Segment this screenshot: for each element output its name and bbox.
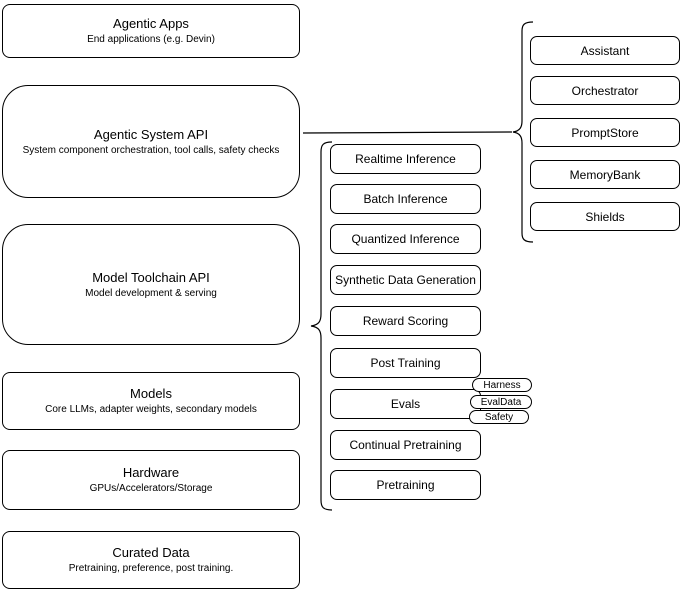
box-synthetic-data-generation: Synthetic Data Generation: [330, 265, 481, 295]
tag-evaldata: EvalData: [470, 395, 532, 409]
box-curated-data: Curated Data Pretraining, preference, po…: [2, 531, 300, 589]
box-batch-inference: Batch Inference: [330, 184, 481, 214]
box-model-toolchain-api: Model Toolchain API Model development & …: [2, 224, 300, 345]
tag-harness: Harness: [472, 378, 532, 392]
box-subtitle: Model development & serving: [85, 287, 217, 299]
box-label: Evals: [390, 397, 421, 411]
box-title: Model Toolchain API: [92, 269, 210, 285]
box-orchestrator: Orchestrator: [530, 76, 680, 105]
box-label: Batch Inference: [363, 192, 448, 206]
box-label: Orchestrator: [571, 83, 639, 98]
box-reward-scoring: Reward Scoring: [330, 306, 481, 336]
box-shields: Shields: [530, 202, 680, 231]
tag-safety: Safety: [469, 410, 529, 424]
box-title: Agentic Apps: [113, 16, 189, 31]
box-subtitle: System component orchestration, tool cal…: [22, 144, 280, 156]
box-hardware: Hardware GPUs/Accelerators/Storage: [2, 450, 300, 510]
box-subtitle: GPUs/Accelerators/Storage: [89, 483, 213, 494]
box-assistant: Assistant: [530, 36, 680, 65]
box-promptstore: PromptStore: [530, 118, 680, 147]
box-label: Realtime Inference: [355, 152, 456, 166]
box-continual-pretraining: Continual Pretraining: [330, 430, 481, 460]
box-label: Quantized Inference: [351, 232, 460, 246]
box-label: Post Training: [370, 356, 441, 370]
box-label: Pretraining: [376, 478, 435, 492]
box-realtime-inference: Realtime Inference: [330, 144, 481, 174]
box-subtitle: Pretraining, preference, post training.: [68, 563, 234, 574]
box-post-training: Post Training: [330, 348, 481, 378]
box-agentic-system-api: Agentic System API System component orch…: [2, 85, 300, 198]
box-label: Shields: [585, 209, 625, 224]
box-evals: Evals: [330, 389, 481, 419]
box-agentic-apps: Agentic Apps End applications (e.g. Devi…: [2, 4, 300, 58]
tag-label: Safety: [484, 411, 514, 423]
middle-brace-icon: [310, 141, 333, 511]
box-label: Synthetic Data Generation: [335, 273, 476, 287]
box-title: Hardware: [122, 465, 180, 480]
box-pretraining: Pretraining: [330, 470, 481, 500]
box-label: PromptStore: [571, 125, 639, 140]
agentic-system-connector-line: [302, 131, 513, 134]
box-title: Agentic System API: [93, 126, 209, 142]
tag-label: Harness: [483, 379, 521, 391]
box-label: Assistant: [580, 43, 630, 58]
box-label: Continual Pretraining: [349, 438, 462, 452]
box-label: Reward Scoring: [362, 314, 449, 328]
box-title: Curated Data: [112, 545, 190, 560]
box-models: Models Core LLMs, adapter weights, secon…: [2, 372, 300, 430]
box-label: MemoryBank: [569, 167, 641, 182]
box-title: Models: [130, 386, 172, 401]
box-quantized-inference: Quantized Inference: [330, 224, 481, 254]
box-subtitle: End applications (e.g. Devin): [87, 34, 215, 45]
tag-label: EvalData: [480, 396, 522, 408]
box-subtitle: Core LLMs, adapter weights, secondary mo…: [45, 404, 257, 415]
box-memorybank: MemoryBank: [530, 160, 680, 189]
